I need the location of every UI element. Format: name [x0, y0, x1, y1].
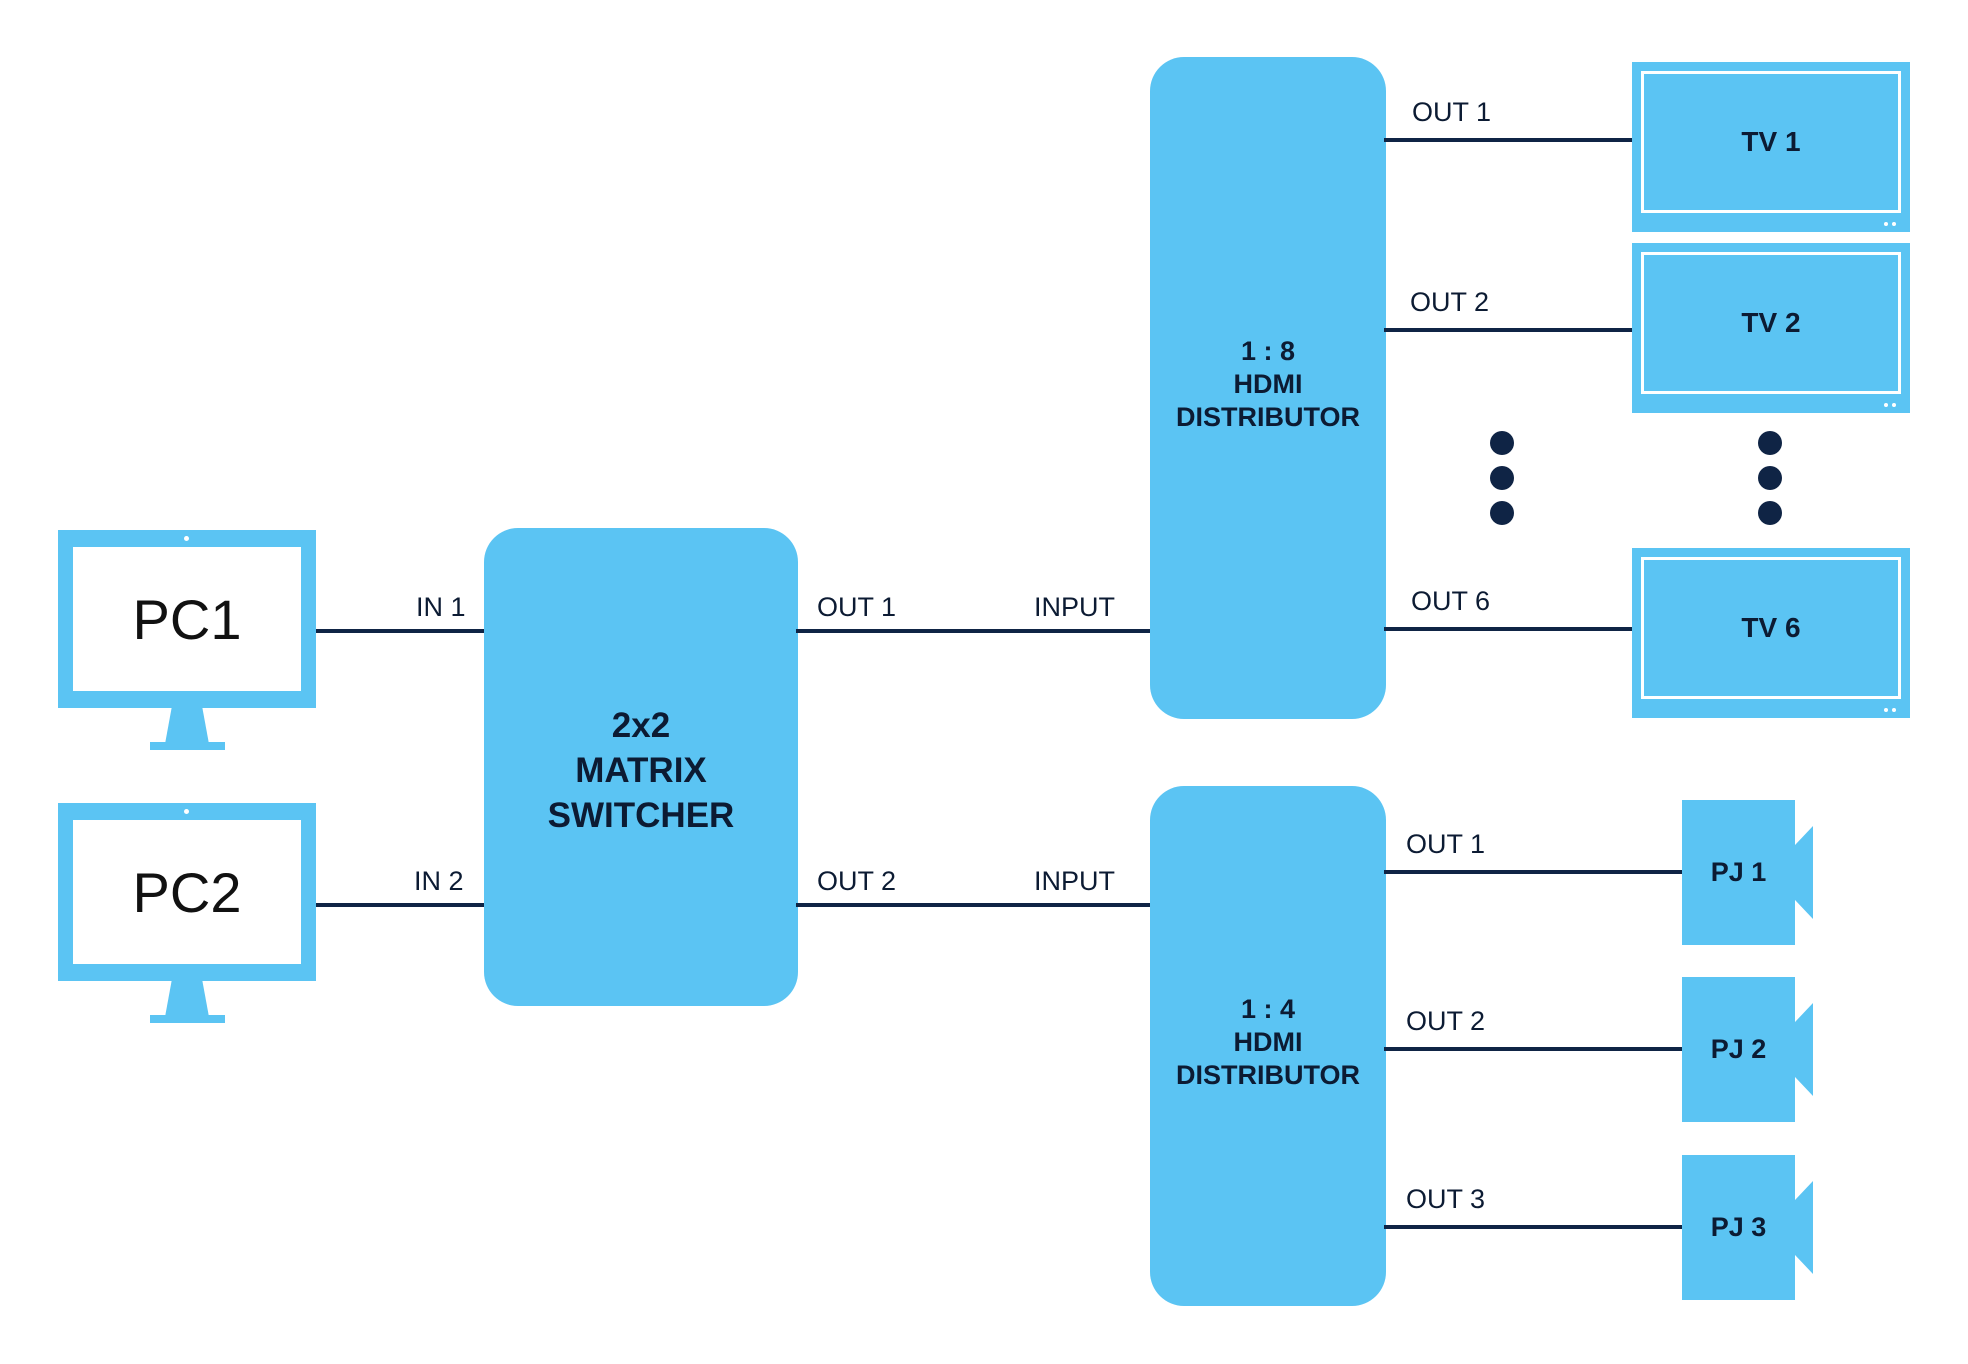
distributor-1x4-line-2: HDMI [1233, 1027, 1303, 1057]
wire-switcher-out2 [796, 903, 1152, 907]
monitor-stand-base [150, 1015, 225, 1023]
port-label-switcher-out2: OUT 2 [817, 866, 897, 896]
port-label-bottom-input: INPUT [1034, 866, 1115, 896]
distributor-1x8-line-3: DISTRIBUTOR [1175, 402, 1360, 432]
ellipsis-dot [1490, 501, 1514, 525]
monitor-stand-base [150, 742, 225, 750]
pj2-projector: PJ 2 [1682, 977, 1822, 1122]
monitor-stand-neck [165, 981, 209, 1017]
wire-top-out2 [1384, 328, 1634, 332]
tv-screen-frame [1641, 71, 1901, 213]
wire-switcher-out1 [796, 629, 1152, 633]
port-label-top-out2: OUT 2 [1410, 287, 1490, 317]
port-label-top-out6: OUT 6 [1411, 586, 1491, 616]
hdmi-distributor-1x8: 1 : 8 HDMI DISTRIBUTOR [1150, 57, 1386, 719]
wire-bottom-out2 [1384, 1047, 1684, 1051]
pj3-label: PJ 3 [1682, 1155, 1795, 1300]
wire-top-out6 [1384, 627, 1634, 631]
ellipsis-dot [1490, 431, 1514, 455]
pj3-projector: PJ 3 [1682, 1155, 1822, 1300]
port-label-in1: IN 1 [416, 592, 466, 622]
distributor-1x4-line-1: 1 : 4 [1240, 994, 1296, 1024]
distributor-1x8-line-1: 1 : 8 [1240, 336, 1296, 366]
distributor-1x8-line-2: HDMI [1233, 369, 1303, 399]
wire-pc1-in1 [316, 629, 486, 633]
pj1-projector: PJ 1 [1682, 800, 1822, 945]
tv6-label: TV 6 [1741, 612, 1801, 643]
pc2-monitor: PC2 [58, 803, 316, 1028]
monitor-screen: PC1 [73, 547, 301, 691]
tv-screen-frame [1641, 557, 1901, 699]
tv2-label: TV 2 [1741, 307, 1801, 338]
pj2-label: PJ 2 [1682, 977, 1795, 1122]
monitor-camera-dot [184, 536, 189, 541]
tv1-display: TV 1 [1632, 62, 1910, 232]
matrix-switcher-label: 2x2 MATRIX SWITCHER [484, 703, 798, 838]
wire-pc2-in2 [316, 903, 486, 907]
tv-indicator-dots [1884, 222, 1898, 226]
pj1-label: PJ 1 [1682, 800, 1795, 945]
ellipsis-dot [1758, 431, 1782, 455]
projector-lens [1791, 1181, 1813, 1274]
switcher-line-1: 2x2 [611, 706, 671, 745]
pc2-label: PC2 [132, 860, 242, 924]
port-label-bottom-out1: OUT 1 [1406, 829, 1486, 859]
monitor-screen: PC2 [73, 820, 301, 964]
switcher-line-3: SWITCHER [547, 796, 735, 835]
ellipsis-dot [1758, 501, 1782, 525]
distributor-1x4-line-3: DISTRIBUTOR [1175, 1060, 1360, 1090]
tv-indicator-dots [1884, 403, 1898, 407]
wire-bottom-out3 [1384, 1225, 1684, 1229]
ellipsis-dot [1490, 466, 1514, 490]
monitor-camera-dot [184, 809, 189, 814]
wire-top-out1 [1384, 138, 1634, 142]
ellipsis-dot [1758, 466, 1782, 490]
tv-indicator-dots [1884, 708, 1898, 712]
projector-lens [1791, 1003, 1813, 1096]
projector-lens [1791, 826, 1813, 919]
pc1-label: PC1 [132, 587, 242, 651]
port-label-bottom-out3: OUT 3 [1406, 1184, 1486, 1214]
monitor-stand-neck [165, 708, 209, 744]
tv1-label: TV 1 [1741, 126, 1801, 157]
wire-bottom-out1 [1384, 870, 1684, 874]
port-label-top-input: INPUT [1034, 592, 1115, 622]
port-label-in2: IN 2 [414, 866, 464, 896]
switcher-line-2: MATRIX [575, 751, 707, 790]
pc1-monitor: PC1 [58, 530, 316, 755]
port-label-bottom-out2: OUT 2 [1406, 1006, 1486, 1036]
port-label-top-out1: OUT 1 [1412, 97, 1492, 127]
tv2-display: TV 2 [1632, 243, 1910, 413]
hdmi-distributor-1x4: 1 : 4 HDMI DISTRIBUTOR [1150, 786, 1386, 1306]
tv6-display: TV 6 [1632, 548, 1910, 718]
distributor-1x4-label: 1 : 4 HDMI DISTRIBUTOR [1150, 993, 1386, 1092]
tv-screen-frame [1641, 252, 1901, 394]
distributor-1x8-label: 1 : 8 HDMI DISTRIBUTOR [1150, 335, 1386, 434]
port-label-switcher-out1: OUT 1 [817, 592, 897, 622]
matrix-switcher: 2x2 MATRIX SWITCHER [484, 528, 798, 1006]
